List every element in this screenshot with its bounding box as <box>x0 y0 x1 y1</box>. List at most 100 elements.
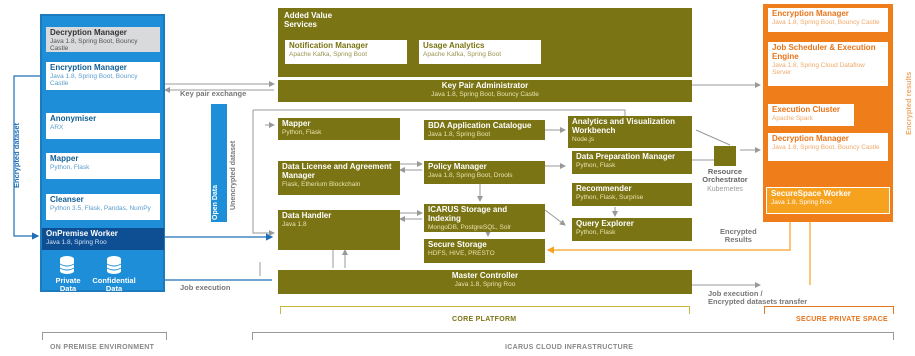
scheduler-title: Job Scheduler & Execution Engine <box>772 43 876 61</box>
secure-section-bracket <box>764 306 894 314</box>
secure-encryption-title: Encryption Manager <box>772 9 849 18</box>
handler-title: Data Handler <box>282 211 332 220</box>
anonymiser-box[interactable]: Anonymiser ARX <box>46 113 160 139</box>
key-pair-sub: Java 1.8, Spring Boot, Bouncy Castle <box>431 90 539 98</box>
core-mapper-sub: Python, Flask <box>282 128 322 136</box>
cleanser-sub: Python 3.5, Flask, Pandas, NumPy <box>50 204 151 212</box>
recommender-title: Recommender <box>576 184 632 193</box>
secure-storage-sub: HDFS, HIVE, PRESTO <box>428 249 495 257</box>
job-transfer-label: Job execution / Encrypted datasets trans… <box>708 289 808 307</box>
license-sub: Flask, Etherium Blockchain <box>282 180 361 188</box>
prep-sub: Python, Flask <box>576 161 616 169</box>
analytics-workbench-box[interactable]: Analytics and Visualization Workbench No… <box>568 116 692 148</box>
storage-idx-title: ICARUS Storage and Indexing <box>428 205 508 223</box>
notification-manager-box[interactable]: Notification Manager Apache Kafka, Sprin… <box>285 40 407 64</box>
storage-idx-sub: MongoDB, PostgreSQL, Solr <box>428 223 512 231</box>
anonymiser-title: Anonymiser <box>50 114 97 123</box>
secure-decryption-manager-box[interactable]: Decryption Manager Java 1.8, Spring Boot… <box>768 133 888 161</box>
key-pair-exchange-label: Key pair exchange <box>180 89 247 98</box>
core-section-bracket <box>280 306 690 314</box>
usage-sub: Apache Kafka, Spring Boot <box>423 50 502 58</box>
usage-analytics-box[interactable]: Usage Analytics Apache Kafka, Spring Boo… <box>419 40 541 64</box>
onprem-section-label: ON PREMISE ENVIRONMENT <box>50 344 155 351</box>
unencrypted-dataset-label: Unencrypted dataset <box>230 140 237 210</box>
confidential-data-database-icon <box>106 256 122 274</box>
secure-encryption-manager-box[interactable]: Encryption Manager Java 1.8, Spring Boot… <box>768 8 888 32</box>
anonymiser-sub: ARX <box>50 123 64 131</box>
onprem-worker-sub: Java 1.8, Spring Roo <box>46 238 107 246</box>
job-scheduler-box[interactable]: Job Scheduler & Execution Engine Java 1.… <box>768 42 888 86</box>
data-preparation-manager-box[interactable]: Data Preparation Manager Python, Flask <box>572 151 692 174</box>
prep-title: Data Preparation Manager <box>576 152 676 161</box>
secure-encrypted-results-label: Encrypted results <box>904 71 913 135</box>
onprem-decryption-manager[interactable]: Decryption Manager Java 1.8, Spring Boot… <box>46 27 160 52</box>
onprem-encryption-sub: Java 1.8, Spring Boot, Bouncy Castle <box>50 72 138 87</box>
onprem-mapper-sub: Python, Flask <box>50 163 90 171</box>
notification-sub: Apache Kafka, Spring Boot <box>289 50 368 58</box>
key-pair-administrator-box[interactable]: Key Pair Administrator Java 1.8, Spring … <box>278 80 692 102</box>
secure-storage-box[interactable]: Secure Storage HDFS, HIVE, PRESTO <box>424 239 545 263</box>
bda-sub: Java 1.8, Spring Boot <box>428 130 491 138</box>
notification-title: Notification Manager <box>289 41 369 50</box>
private-data-label: Private Data <box>55 276 81 294</box>
policy-title: Policy Manager <box>428 162 487 171</box>
onprem-encryption-title: Encryption Manager <box>50 63 127 72</box>
encrypted-dataset-label: Encrypted dataset <box>12 122 21 188</box>
scheduler-sub: Java 1.8, Spring Cloud Dataflow Server <box>772 61 865 76</box>
secure-decryption-title: Decryption Manager <box>772 134 849 143</box>
resource-orchestrator-icon <box>714 146 736 166</box>
onpremise-worker-box[interactable]: OnPremise Worker Java 1.8, Spring Roo <box>42 228 164 250</box>
private-data-database-icon <box>59 256 75 274</box>
resource-orchestrator-title: Resource Orchestrator <box>702 167 748 185</box>
core-mapper-box[interactable]: Mapper Python, Flask <box>278 118 400 140</box>
master-title: Master Controller <box>451 271 519 280</box>
onprem-mapper-box[interactable]: Mapper Python, Flask <box>46 153 160 179</box>
resource-orchestrator-sub: Kubernetes <box>707 186 743 193</box>
policy-sub: Java 1.8, Spring Boot, Drools <box>428 171 513 179</box>
recommender-box[interactable]: Recommender Python, Flask, Surprise <box>572 183 692 206</box>
onprem-worker-title: OnPremise Worker <box>46 229 118 238</box>
storage-indexing-box[interactable]: ICARUS Storage and Indexing MongoDB, Pos… <box>424 204 545 232</box>
key-pair-title: Key Pair Administrator <box>441 81 529 90</box>
confidential-data-label: Confidential Data <box>92 276 136 294</box>
onprem-decryption-sub: Java 1.8, Spring Boot, Bouncy Castle <box>50 37 138 52</box>
execution-cluster-box[interactable]: Execution Cluster Apache Spark <box>768 104 854 126</box>
master-controller-box[interactable]: Master Controller Java 1.8, Spring Roo <box>278 270 692 294</box>
secure-decryption-sub: Java 1.8, Spring Boot, Bouncy Castle <box>772 143 880 151</box>
encrypted-results-label: Encrypted Results <box>720 227 757 245</box>
cloud-section-label: ICARUS CLOUD INFRASTRUCTURE <box>505 344 634 351</box>
onprem-mapper-title: Mapper <box>50 154 79 163</box>
cluster-sub: Apache Spark <box>772 114 813 122</box>
usage-title: Usage Analytics <box>423 41 485 50</box>
cleanser-title: Cleanser <box>50 195 84 204</box>
onprem-encryption-manager[interactable]: Encryption Manager Java 1.8, Spring Boot… <box>46 62 160 90</box>
core-section-label: CORE PLATFORM <box>452 316 517 323</box>
query-explorer-box[interactable]: Query Explorer Python, Flask <box>572 218 692 241</box>
license-title: Data License and Agreement Manager <box>282 162 392 180</box>
recommender-sub: Python, Flask, Surprise <box>576 193 644 201</box>
open-data-label: Open Data <box>212 184 219 220</box>
onprem-decryption-title: Decryption Manager <box>50 28 127 37</box>
bda-catalogue-box[interactable]: BDA Application Catalogue Java 1.8, Spri… <box>424 120 545 140</box>
secure-encryption-sub: Java 1.8, Spring Boot, Bouncy Castle <box>772 18 880 26</box>
secure-storage-title: Secure Storage <box>428 240 487 249</box>
bda-title: BDA Application Catalogue <box>428 121 532 130</box>
data-handler-box[interactable]: Data Handler Java 1.8 <box>278 210 400 250</box>
query-sub: Python, Flask <box>576 228 616 236</box>
master-sub: Java 1.8, Spring Roo <box>454 280 516 288</box>
query-title: Query Explorer <box>576 219 634 228</box>
analytics-title: Analytics and Visualization Workbench <box>572 117 675 135</box>
core-mapper-title: Mapper <box>282 119 311 128</box>
cluster-title: Execution Cluster <box>772 105 841 114</box>
policy-manager-box[interactable]: Policy Manager Java 1.8, Spring Boot, Dr… <box>424 161 545 184</box>
secure-worker-sub: Java 1.8, Spring Roo <box>771 198 832 206</box>
securespace-worker-box[interactable]: SecureSpace Worker Java 1.8, Spring Roo <box>766 187 890 214</box>
added-value-title: Added Value Services <box>284 11 333 29</box>
secure-section-label: SECURE PRIVATE SPACE <box>796 316 888 323</box>
data-license-manager-box[interactable]: Data License and Agreement Manager Flask… <box>278 161 400 195</box>
secure-worker-title: SecureSpace Worker <box>771 189 851 198</box>
job-execution-label: Job execution <box>180 283 231 292</box>
cleanser-box[interactable]: Cleanser Python 3.5, Flask, Pandas, NumP… <box>46 194 160 220</box>
handler-sub: Java 1.8 <box>282 220 307 228</box>
